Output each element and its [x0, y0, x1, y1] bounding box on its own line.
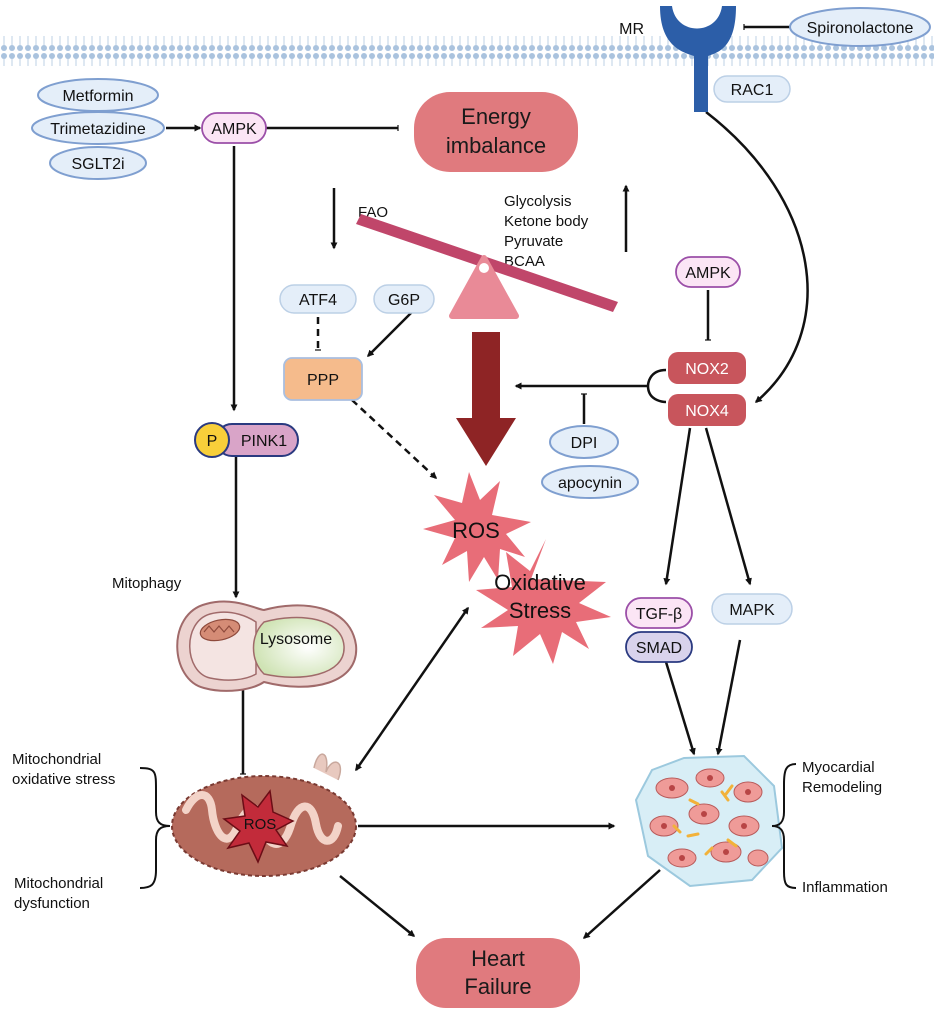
metformin-label: Metformin: [62, 88, 133, 105]
rac1-to-nox4-arrow: [705, 111, 809, 403]
rac1-node: RAC1: [713, 75, 791, 103]
spironolactone-pill: Spironolactone: [789, 7, 931, 47]
sglt2i-pill: SGLT2i: [49, 146, 147, 180]
mito-to-hf-arrow: [339, 875, 416, 937]
nox4-to-tgfb-arrow: [663, 427, 692, 586]
mapk-node: MAPK: [711, 593, 793, 625]
apocynin-label: apocynin: [558, 475, 622, 492]
ros-oxidative-stress-burst: ROS Oxidative Stress: [423, 472, 611, 664]
remodeling-label: Remodeling: [802, 779, 882, 796]
glycolysis-list: Glycolysis Ketone body Pyruvate BCAA: [504, 193, 589, 270]
energy-imbalance-line1: Energy: [461, 104, 531, 129]
mito-ox-stress-line2: oxidative stress: [12, 771, 115, 788]
metformin-pill: Metformin: [37, 78, 159, 112]
trimetazidine-pill: Trimetazidine: [31, 111, 165, 145]
ampk-top-node: AMPK: [201, 112, 267, 144]
nox2-node: NOX2: [668, 352, 746, 384]
spironolactone-label: Spironolactone: [807, 20, 914, 37]
heart-failure-line1: Heart: [471, 946, 525, 971]
big-arrow-to-ros: [456, 332, 516, 466]
dpi-label: DPI: [571, 435, 598, 452]
nox2-label: NOX2: [685, 361, 729, 378]
bcaa-item: BCAA: [504, 253, 545, 270]
nox4-node: NOX4: [668, 394, 746, 426]
ppp-node: PPP: [283, 357, 363, 401]
ppp-to-ros-dashed-arrow: [351, 399, 438, 479]
mitochondrion-illustration: ROS: [171, 753, 357, 877]
lysosome-illustration: Lysosome: [176, 600, 358, 692]
phospho-label: P: [207, 433, 218, 450]
stress-label: Stress: [509, 598, 571, 623]
energy-imbalance-node: Energy imbalance: [414, 92, 578, 172]
myocardial-label: Myocardial: [802, 759, 875, 776]
mito-ros-label: ROS: [244, 816, 277, 833]
seesaw: [356, 214, 618, 319]
mitophagy-label: Mitophagy: [112, 575, 182, 592]
atf4-node: ATF4: [279, 284, 357, 314]
lysosome-label: Lysosome: [260, 631, 332, 648]
myocardial-tissue-illustration: [634, 754, 784, 888]
nox4-to-mapk-arrow: [704, 427, 752, 586]
tgfb-label: TGF-β: [636, 606, 683, 623]
ros-mito-bidirectional-arrow: [354, 606, 470, 772]
smad-label: SMAD: [636, 640, 682, 657]
mr-label: MR: [619, 21, 644, 38]
rac1-label: RAC1: [731, 82, 774, 99]
mito-ox-stress-line1: Mitochondrial: [12, 751, 101, 768]
dpi-pill: DPI: [549, 425, 619, 459]
g6p-node: G6P: [373, 284, 435, 314]
smad-to-tissue-arrow: [664, 661, 696, 756]
g6p-label: G6P: [388, 292, 420, 309]
glycolysis-item: Glycolysis: [504, 193, 572, 210]
nox4-label: NOX4: [685, 403, 729, 420]
pyruvate-item: Pyruvate: [504, 233, 563, 250]
pink1-label: PINK1: [241, 433, 287, 450]
pink1-node: PINK1: [215, 423, 299, 457]
heart-failure-line2: Failure: [464, 974, 531, 999]
mapk-label: MAPK: [729, 602, 775, 619]
mr-receptor: [660, 6, 736, 112]
atf4-label: ATF4: [299, 292, 337, 309]
ampk-top-label: AMPK: [211, 121, 257, 138]
mito-dysfunction-line2: dysfunction: [14, 895, 90, 912]
apocynin-pill: apocynin: [541, 465, 639, 499]
sglt2i-label: SGLT2i: [71, 156, 124, 173]
nox-bracket: [646, 368, 667, 404]
mito-dysfunction-line1: Mitochondrial: [14, 875, 103, 892]
tgfb-node: TGF-β: [625, 597, 693, 629]
inflammation-label: Inflammation: [802, 879, 888, 896]
tissue-to-hf-arrow: [582, 869, 661, 939]
phospho-badge: P: [194, 422, 230, 458]
heart-failure-node: Heart Failure: [416, 938, 580, 1008]
oxidative-label: Oxidative: [494, 570, 586, 595]
ampk-right-label: AMPK: [685, 265, 731, 282]
right-brace: [771, 763, 797, 889]
mapk-to-tissue-arrow: [715, 639, 742, 756]
ppp-label: PPP: [307, 372, 339, 389]
ampk-right-node: AMPK: [675, 256, 741, 288]
ketone-body-item: Ketone body: [504, 213, 589, 230]
ros-label: ROS: [452, 518, 500, 543]
left-brace: [139, 767, 171, 889]
cell-membrane: [0, 36, 934, 66]
trimetazidine-label: Trimetazidine: [50, 121, 146, 138]
energy-imbalance-line2: imbalance: [446, 133, 546, 158]
smad-node: SMAD: [625, 631, 693, 663]
